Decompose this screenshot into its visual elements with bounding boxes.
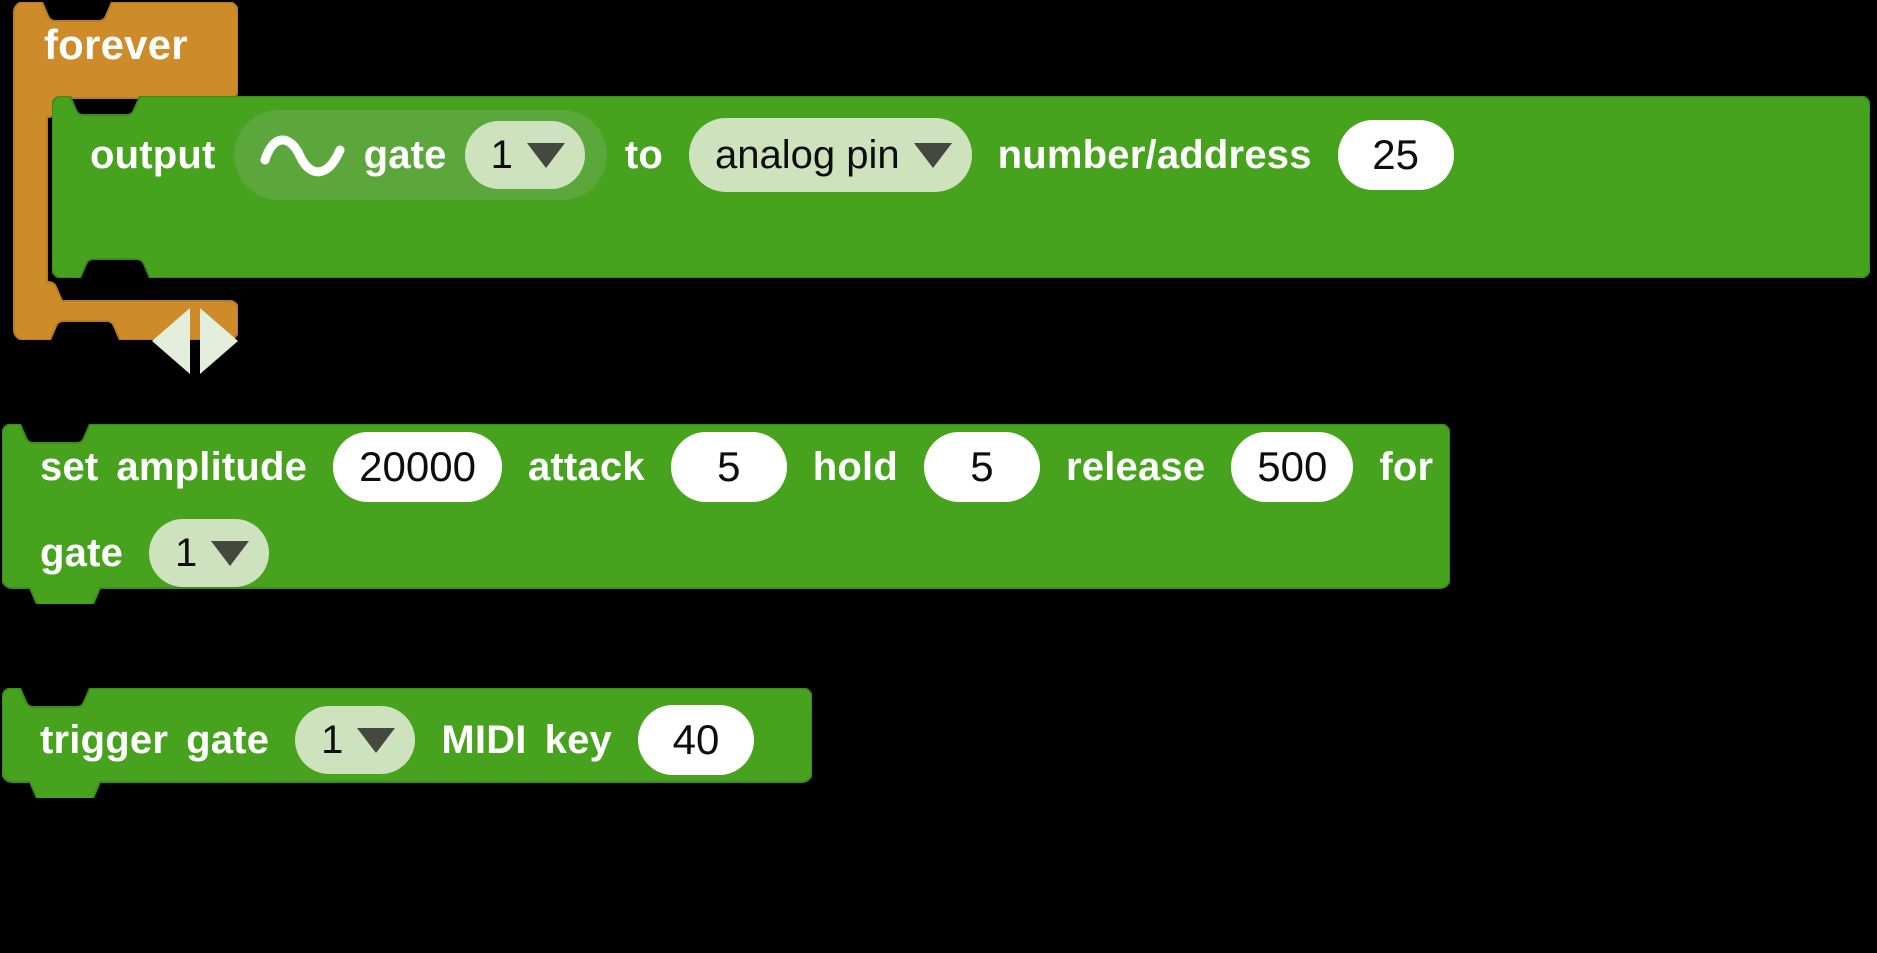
hold-word-label: hold	[812, 445, 898, 489]
chevron-down-icon	[211, 540, 250, 566]
key-word-label: key	[544, 718, 612, 762]
trigger-gate-word-label: gate	[186, 718, 270, 762]
number-address-input[interactable]: 25	[1337, 120, 1454, 190]
output-word-label: output	[90, 133, 216, 177]
triangle-left-icon[interactable]	[152, 308, 190, 374]
output-gate-dropdown-value: 1	[490, 132, 513, 177]
set-amplitude-row-1: set amplitude 20000 attack 5 hold 5	[40, 424, 1433, 510]
output-block-row-1: output gate 1 to analog pin number/addre…	[52, 96, 1454, 214]
triangle-right-icon[interactable]	[200, 308, 238, 374]
sine-wave-icon	[260, 135, 345, 177]
amplitude-word-label: amplitude	[116, 445, 308, 489]
amplitude-input[interactable]: 20000	[333, 432, 502, 502]
forever-block-shape	[13, 2, 238, 340]
gate-word-label: gate	[363, 133, 447, 177]
output-target-dropdown-value: analog pin	[715, 132, 900, 177]
midi-key-input[interactable]: 40	[637, 705, 754, 775]
hold-input[interactable]: 5	[923, 432, 1040, 502]
trigger-word-label: trigger	[40, 718, 169, 762]
set-word-label: set	[40, 445, 99, 489]
trigger-gate-dropdown-value: 1	[321, 717, 344, 762]
chevron-down-icon	[357, 727, 396, 753]
set-amplitude-content: set amplitude 20000 attack 5 hold 5	[2, 424, 1433, 596]
output-target-dropdown[interactable]: analog pin	[689, 118, 972, 192]
attack-input[interactable]: 5	[670, 432, 787, 502]
trigger-gate-content: trigger gate 1 MIDI key 40	[2, 688, 754, 792]
block-set-amplitude[interactable]: set amplitude 20000 attack 5 hold 5	[2, 424, 1450, 604]
release-input[interactable]: 500	[1231, 432, 1354, 502]
waveform-gate-reporter[interactable]: gate 1	[233, 110, 607, 200]
output-gate-dropdown[interactable]: 1	[464, 121, 585, 189]
set-amplitude-row-2: gate 1	[40, 510, 1433, 596]
amplitude-value: 20000	[359, 443, 476, 490]
midi-word-label: MIDI	[441, 718, 527, 762]
trigger-gate-row-1: trigger gate 1 MIDI key 40	[40, 688, 754, 792]
chevron-down-icon	[913, 142, 952, 168]
attack-value: 5	[717, 443, 741, 490]
release-word-label: release	[1065, 445, 1206, 489]
number-address-value: 25	[1372, 131, 1420, 178]
midi-key-value: 40	[672, 716, 720, 763]
amplitude-gate-dropdown[interactable]: 1	[149, 519, 270, 587]
chevron-down-icon	[526, 142, 565, 168]
amplitude-gate-dropdown-value: 1	[175, 530, 198, 575]
for-word-label: for	[1379, 445, 1434, 489]
attack-word-label: attack	[527, 445, 645, 489]
hold-value: 5	[970, 443, 994, 490]
release-value: 500	[1257, 443, 1328, 490]
trigger-gate-dropdown[interactable]: 1	[295, 706, 416, 774]
amplitude-gate-word-label: gate	[40, 531, 124, 575]
block-trigger-gate[interactable]: trigger gate 1 MIDI key 40	[2, 688, 812, 798]
to-word-label: to	[624, 133, 664, 177]
number-address-label: number/address	[997, 133, 1312, 177]
forever-label: forever	[44, 21, 188, 68]
output-block-arrows[interactable]	[152, 308, 238, 374]
block-output[interactable]: output gate 1 to analog pin number/addre…	[52, 96, 1870, 374]
block-forever[interactable]: forever	[6, 2, 238, 340]
